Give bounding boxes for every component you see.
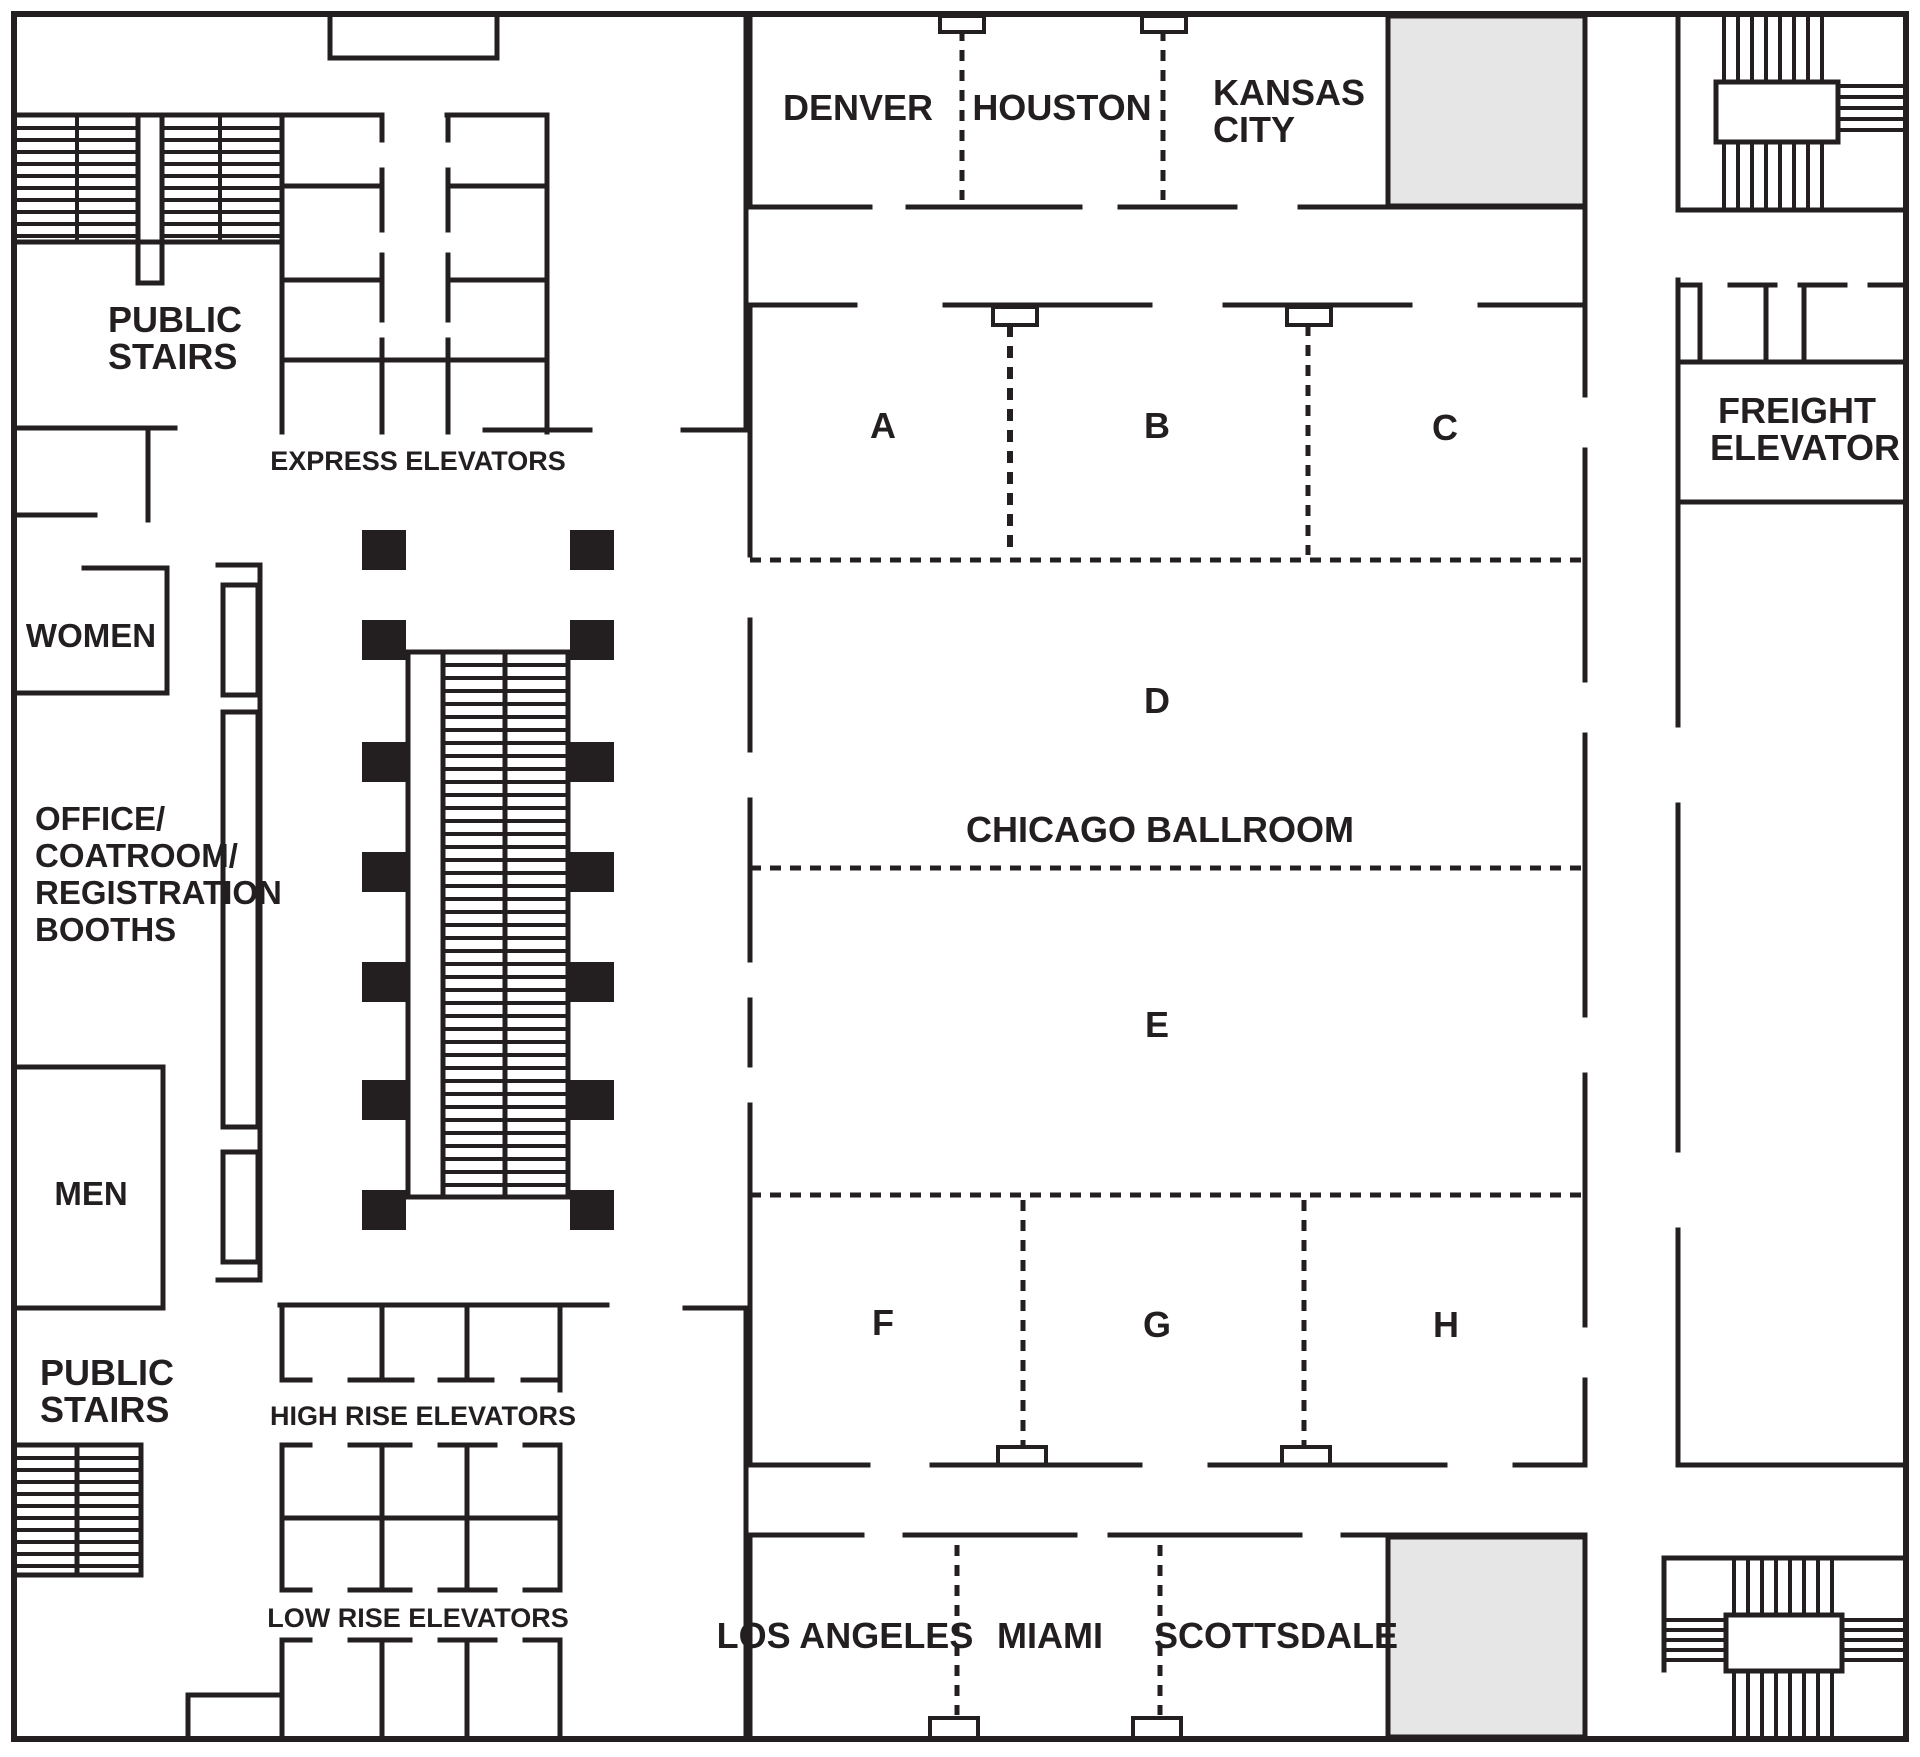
- room-label-miami: MIAMI: [997, 1615, 1103, 1656]
- storage-room-north: [1385, 13, 1588, 209]
- section-label-c: C: [1432, 407, 1458, 448]
- structural-column: [362, 962, 406, 1002]
- building-outline: [11, 11, 1909, 1742]
- structural-column: [362, 620, 406, 660]
- northeast-stairs: [1675, 16, 1909, 213]
- office-label-line3: REGISTRATION: [35, 874, 282, 911]
- structural-column: [362, 1080, 406, 1120]
- structural-column: [570, 620, 614, 660]
- office-label-line4: BOOTHS: [35, 911, 176, 948]
- low-rise-elevators-label: LOW RISE ELEVATORS: [267, 1603, 569, 1633]
- structural-column: [570, 530, 614, 570]
- section-label-g: G: [1143, 1304, 1171, 1345]
- structural-column: [362, 1190, 406, 1230]
- room-label-kansas-city-line1: KANSAS: [1213, 72, 1365, 113]
- structural-column: [362, 742, 406, 782]
- storage-room-south: [1385, 1534, 1588, 1740]
- section-label-f: F: [872, 1302, 894, 1343]
- express-elevators: [279, 112, 550, 435]
- ballroom-title: CHICAGO BALLROOM: [966, 809, 1354, 850]
- north-meeting-rooms: [747, 11, 1588, 210]
- office-label-line2: COATROOM/: [35, 837, 238, 874]
- section-label-h: H: [1433, 1304, 1459, 1345]
- southeast-stairs: [1661, 1555, 1909, 1737]
- men-label: MEN: [54, 1175, 127, 1212]
- room-label-scottsdale: SCOTTSDALE: [1154, 1615, 1398, 1656]
- low-rise-elevators: [185, 1442, 563, 1742]
- women-restroom: [11, 565, 170, 696]
- escalator-bank: [362, 530, 614, 1230]
- structural-column: [570, 852, 614, 892]
- express-elevators-label: EXPRESS ELEVATORS: [270, 446, 566, 476]
- southwest-public-stairs: [11, 1442, 144, 1578]
- freight-elevator-label-line2: ELEVATOR: [1710, 427, 1900, 468]
- room-label-los-angeles: LOS ANGELES: [717, 1615, 974, 1656]
- structural-column: [570, 1190, 614, 1230]
- structural-column: [570, 742, 614, 782]
- freight-elevator-area: [1675, 282, 1909, 505]
- section-label-e: E: [1145, 1004, 1169, 1045]
- structural-column: [362, 852, 406, 892]
- room-label-kansas-city-line2: CITY: [1213, 109, 1295, 150]
- high-rise-elevators-label: HIGH RISE ELEVATORS: [270, 1401, 576, 1431]
- structural-column: [570, 1080, 614, 1120]
- public-stairs-south-line1: PUBLIC: [40, 1352, 174, 1393]
- structural-column: [570, 962, 614, 1002]
- south-meeting-rooms: [747, 1532, 1588, 1742]
- high-rise-elevators: [279, 1305, 563, 1393]
- section-label-b: B: [1144, 405, 1170, 446]
- public-stairs-north-line2: STAIRS: [108, 336, 237, 377]
- chicago-ballroom: [747, 302, 1588, 1468]
- public-stairs-south-line2: STAIRS: [40, 1389, 169, 1430]
- freight-elevator-label-line1: FREIGHT: [1718, 390, 1876, 431]
- room-label-houston: HOUSTON: [972, 87, 1151, 128]
- men-restroom: [11, 1064, 166, 1311]
- section-label-d: D: [1144, 680, 1170, 721]
- northwest-public-stairs: [11, 112, 285, 286]
- office-label-line1: OFFICE/: [35, 800, 165, 837]
- structural-column: [362, 530, 406, 570]
- room-label-denver: DENVER: [783, 87, 933, 128]
- public-stairs-north-line1: PUBLIC: [108, 299, 242, 340]
- women-label: WOMEN: [26, 617, 156, 654]
- section-label-a: A: [870, 405, 896, 446]
